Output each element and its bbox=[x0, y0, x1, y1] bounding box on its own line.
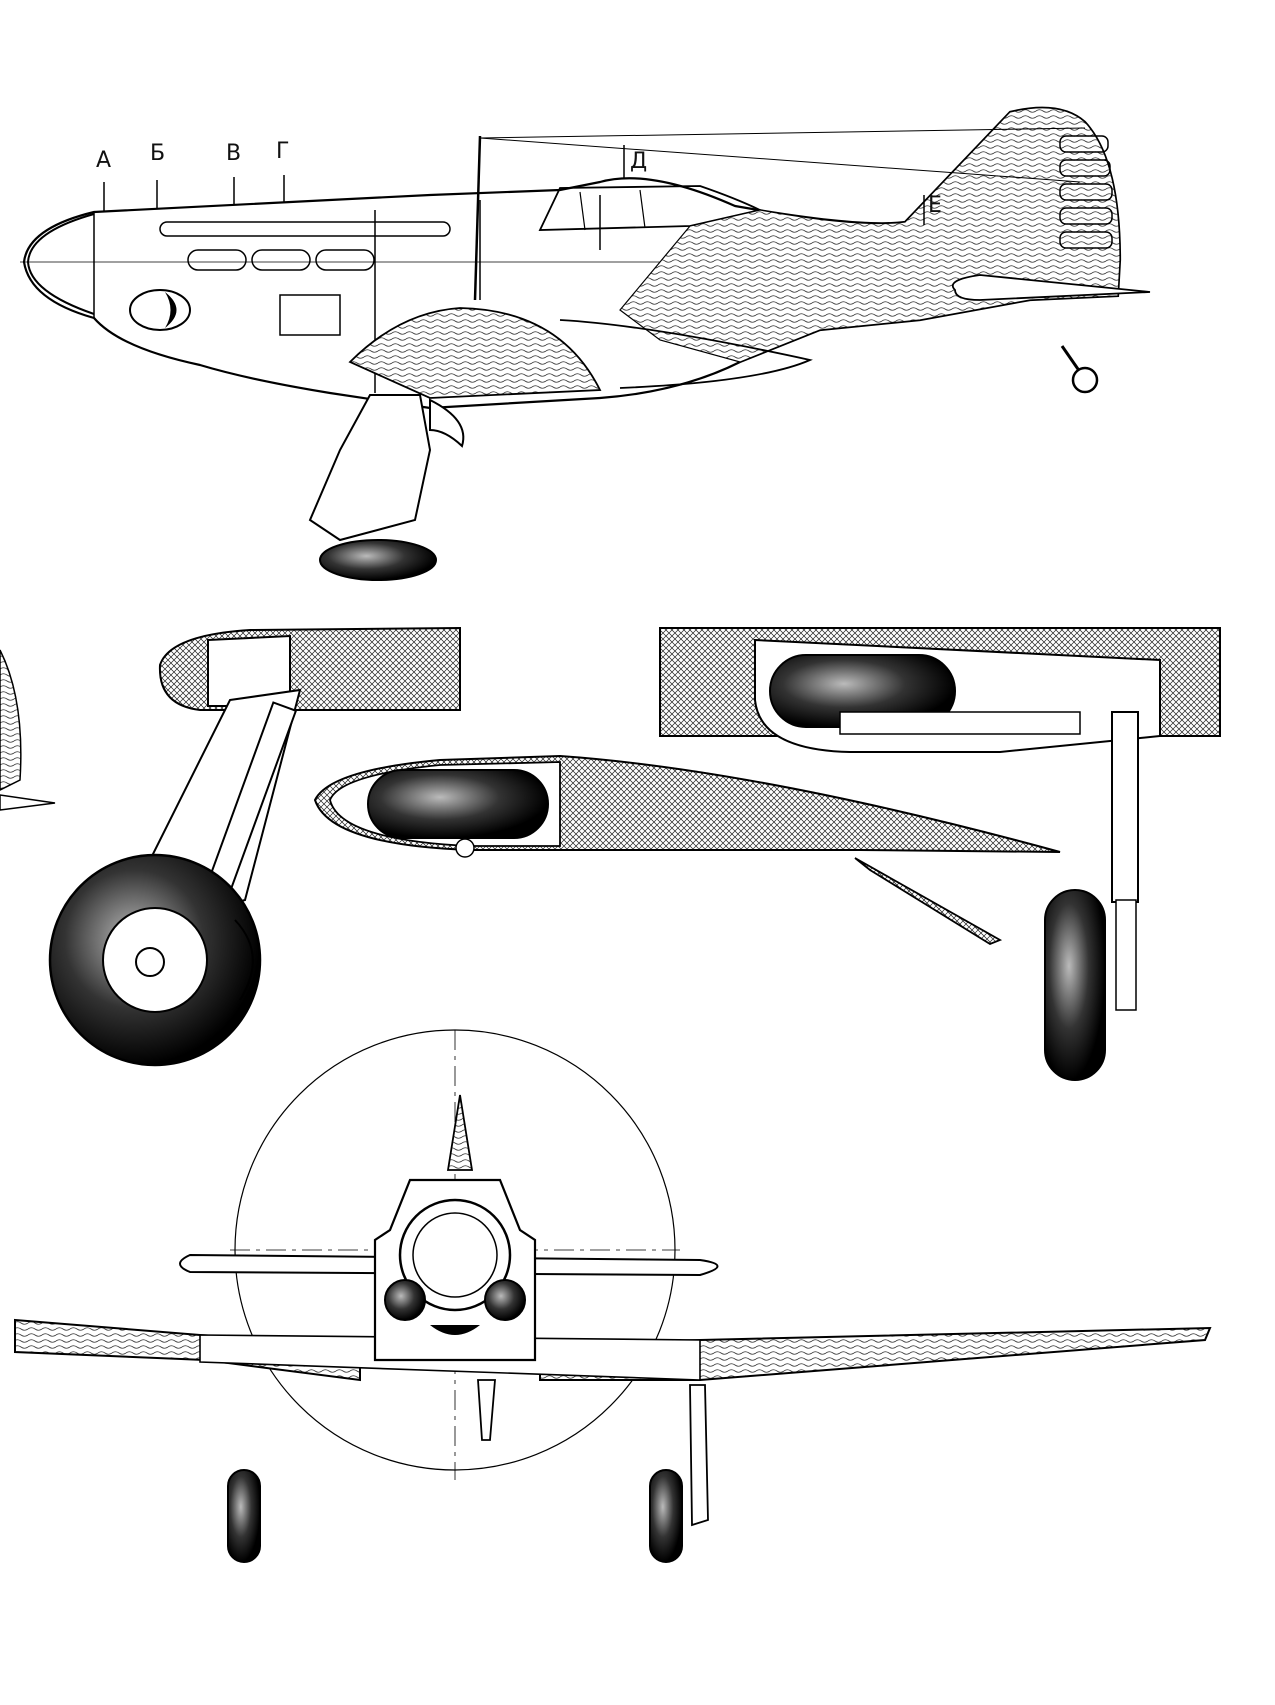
wing-root bbox=[348, 307, 602, 399]
front-wheel-right bbox=[649, 1469, 683, 1563]
station-label-a: А bbox=[96, 148, 111, 173]
front-fin bbox=[446, 1094, 474, 1171]
station-label-v: В bbox=[226, 141, 241, 166]
rudder-ribs bbox=[1059, 135, 1113, 249]
rear-fuselage-skin bbox=[619, 107, 1121, 363]
horizontal-stabilizer bbox=[951, 274, 1151, 301]
station-label-d: Д bbox=[630, 149, 647, 174]
side-view: А Б В Г Д Е bbox=[20, 106, 1151, 581]
main-gear-side bbox=[308, 394, 465, 581]
station-label-e: Е bbox=[928, 193, 942, 218]
wing-section bbox=[313, 754, 1061, 946]
station-label-b: Б bbox=[150, 141, 165, 166]
tail-gear-detail bbox=[659, 627, 1221, 1081]
spinner bbox=[26, 213, 95, 315]
antenna-mast bbox=[473, 135, 482, 301]
antenna-wire bbox=[479, 127, 1086, 139]
front-view bbox=[14, 1029, 1212, 1563]
station-label-g: Г bbox=[276, 139, 289, 164]
front-wheel-left bbox=[227, 1469, 261, 1563]
main-gear-detail bbox=[0, 626, 461, 1067]
tail-wheel bbox=[1060, 345, 1099, 394]
oil-cooler-intake bbox=[129, 289, 191, 331]
